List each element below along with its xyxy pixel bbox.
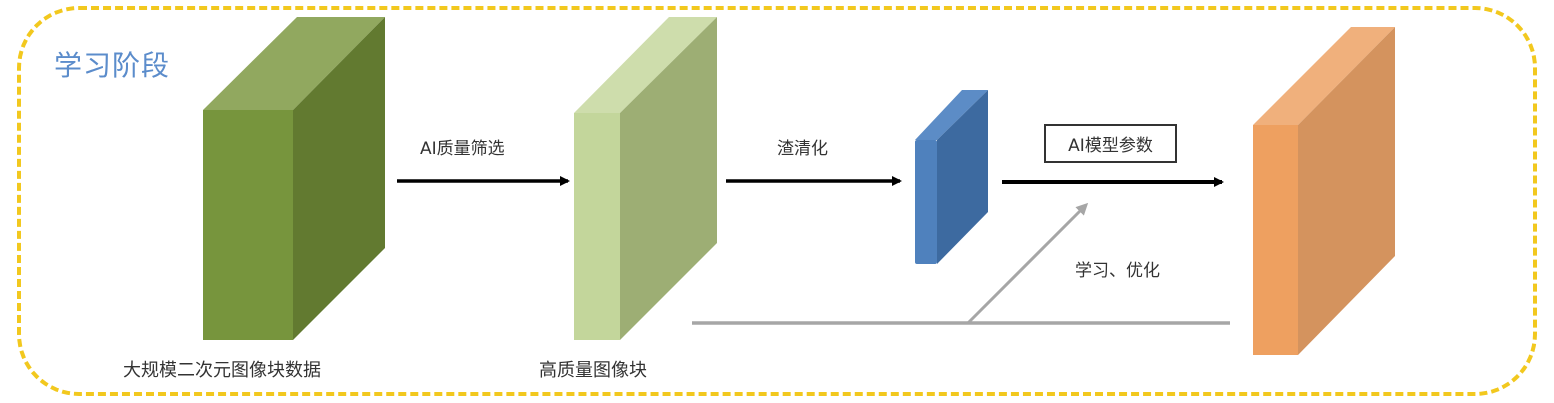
learning-stage-frame [17,6,1537,396]
model-params-label: AI模型参数 [1044,124,1177,163]
cleaning-label: 渣清化 [777,139,828,159]
quality-blocks-label: 高质量图像块 [539,360,647,381]
cleaned-block [915,90,988,264]
feedback-label: 学习、优化 [1075,261,1160,281]
raw-data-label: 大规模二次元图像块数据 [123,360,321,381]
quality-blocks-block [574,17,717,340]
quality-filter-label: AI质量筛选 [420,139,505,159]
model-block [1253,27,1395,355]
feedback-arrow [966,202,1089,325]
raw-data-block [203,17,385,340]
stage-title: 学习阶段 [54,49,171,82]
